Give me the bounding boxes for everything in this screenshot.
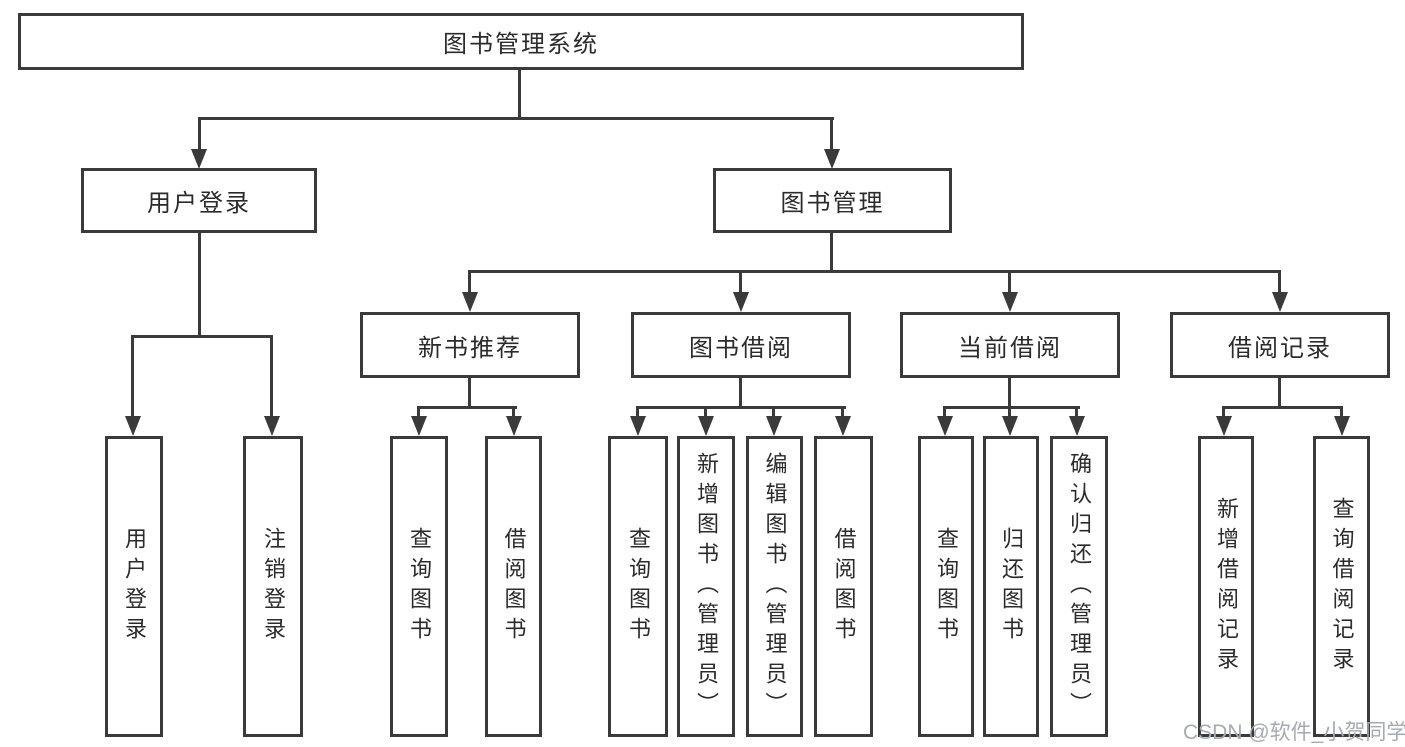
leaf-cb-query-books: 查询图书 (918, 436, 974, 737)
connector-stem-login (131, 335, 134, 422)
connector-user-login-stub (198, 233, 201, 338)
connector-borrow-records-stub (1278, 378, 1281, 409)
connector-stem-leaf (417, 406, 420, 420)
connector-current-borrow-stub (1008, 378, 1011, 409)
connector-stem-leaf (1340, 406, 1343, 420)
connector-current-borrow-split (943, 406, 1080, 409)
leaf-bb-query-books: 查询图书 (608, 436, 668, 737)
connector-stem-leaf (841, 406, 844, 420)
arrowhead-down-icon (1216, 416, 1232, 436)
arrowhead-down-icon (1002, 292, 1018, 312)
arrowhead-down-icon (1002, 416, 1018, 436)
leaf-bb-borrow-books: 借阅图书 (814, 436, 873, 737)
connector-stem-user-login (198, 117, 201, 151)
leaf-cb-return-books: 归还图书 (983, 436, 1039, 737)
connector-stem-book-borrow (739, 270, 742, 296)
leaf-bb-add-books: 新增图书（管理员） (677, 436, 735, 737)
arrowhead-down-icon (1069, 416, 1085, 436)
connector-stem-leaf (1008, 406, 1011, 420)
node-current-borrow: 当前借阅 (900, 312, 1120, 378)
arrowhead-down-icon (462, 292, 478, 312)
node-book-management: 图书管理 (713, 168, 952, 233)
leaf-cb-confirm-return: 确认归还（管理员） (1050, 436, 1108, 737)
arrowhead-down-icon (191, 149, 207, 169)
arrowhead-down-icon (506, 416, 522, 436)
connector-stem-borrow-records (1278, 270, 1281, 296)
connector-book-management-stub (830, 233, 833, 270)
leaf-br-add-record: 新增借阅记录 (1198, 436, 1254, 737)
csdn-watermark: CSDN @软件_小贺同学 (1183, 721, 1405, 744)
node-user-login: 用户登录 (81, 168, 317, 233)
arrowhead-down-icon (1334, 416, 1350, 436)
arrowhead-down-icon (824, 149, 840, 169)
leaf-logout: 注销登录 (243, 436, 303, 737)
node-borrow-records: 借阅记录 (1170, 312, 1390, 378)
connector-stem-book-management (830, 117, 833, 151)
arrowhead-down-icon (835, 416, 851, 436)
connector-stem-leaf (704, 406, 707, 420)
connector-root-stub (518, 69, 521, 119)
leaf-bb-edit-books: 编辑图书（管理员） (746, 436, 803, 737)
connector-stem-leaf (943, 406, 946, 420)
connector-stem-leaf (636, 406, 639, 420)
leaf-nbr-query-books: 查询图书 (390, 436, 448, 737)
arrowhead-down-icon (264, 416, 280, 436)
connector-stem-leaf (772, 406, 775, 420)
arrowhead-down-icon (125, 416, 141, 436)
connector-new-book-recommend-split (417, 406, 517, 409)
arrowhead-down-icon (733, 292, 749, 312)
connector-stem-leaf (1075, 406, 1078, 420)
connector-stem-logout (270, 335, 273, 422)
arrowhead-down-icon (766, 416, 782, 436)
connector-book-borrow-split (636, 406, 846, 409)
arrowhead-down-icon (411, 416, 427, 436)
connector-borrow-records-split (1222, 406, 1343, 409)
arrowhead-down-icon (1272, 292, 1288, 312)
connector-stem-new-book-recommend (468, 270, 471, 296)
leaf-login: 用户登录 (105, 436, 163, 737)
connector-level2-split (468, 270, 1281, 273)
connector-book-borrow-stub (739, 378, 742, 409)
node-book-borrow: 图书借阅 (631, 312, 851, 378)
connector-stem-current-borrow (1008, 270, 1011, 296)
node-new-book-recommend: 新书推荐 (360, 312, 580, 378)
connector-stem-leaf (1222, 406, 1225, 420)
connector-user-login-split (131, 335, 273, 338)
arrowhead-down-icon (937, 416, 953, 436)
arrowhead-down-icon (698, 416, 714, 436)
connector-stem-leaf (512, 406, 515, 420)
leaf-br-query-record: 查询借阅记录 (1313, 436, 1370, 737)
node-root: 图书管理系统 (18, 13, 1024, 70)
arrowhead-down-icon (630, 416, 646, 436)
connector-level1-split (198, 117, 834, 120)
connector-new-book-recommend-stub (468, 378, 471, 409)
leaf-nbr-borrow-books: 借阅图书 (485, 436, 542, 737)
